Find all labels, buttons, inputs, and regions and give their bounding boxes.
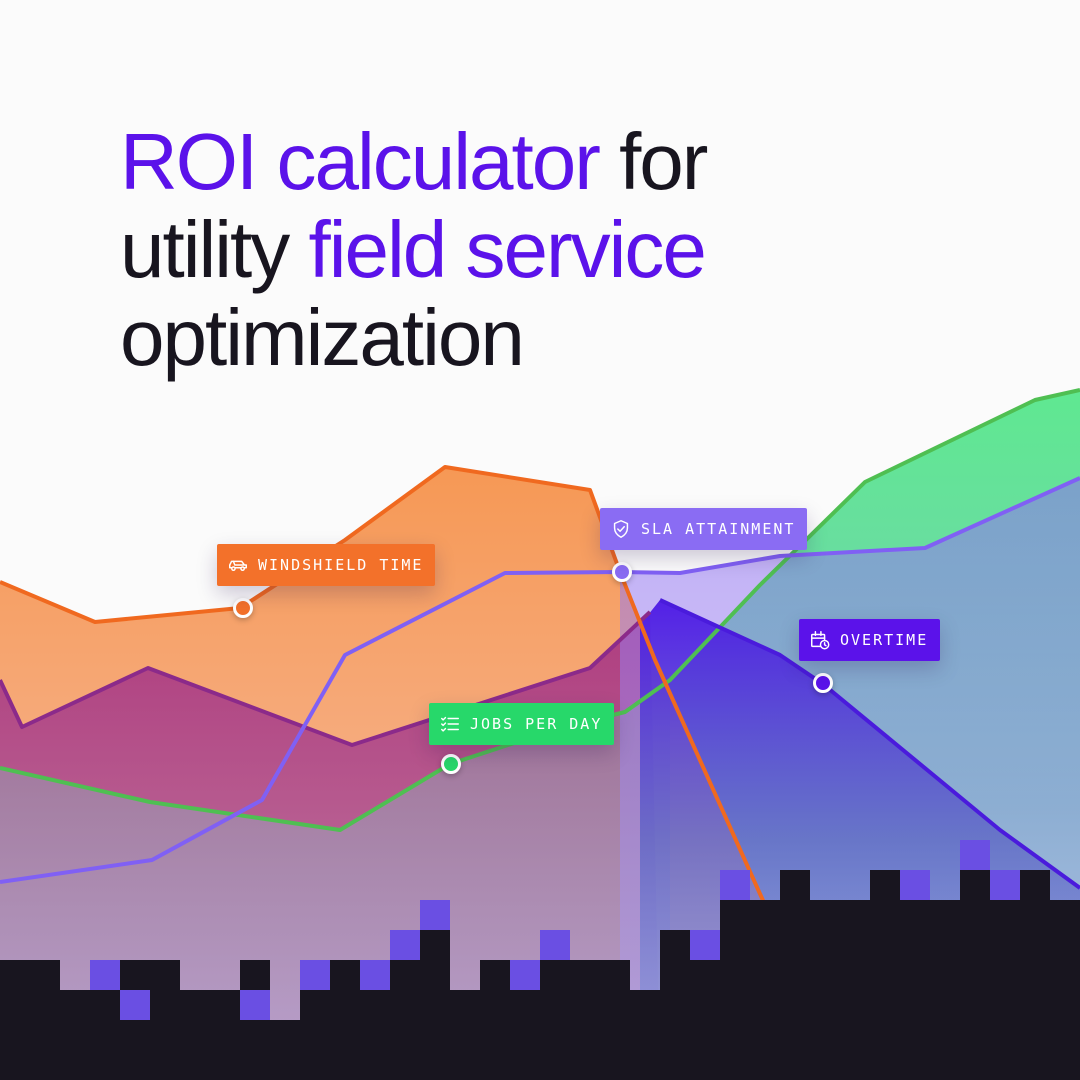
jobs-per-day-label: JOBS PER DAY bbox=[429, 703, 615, 745]
headline-text-utility: utility bbox=[120, 205, 309, 294]
overtime-label: OVERTIME bbox=[799, 619, 941, 661]
sla-attainment-marker bbox=[612, 562, 632, 582]
checklist-icon bbox=[439, 713, 461, 735]
windshield-time-text: WINDSHIELD TIME bbox=[258, 556, 424, 574]
headline-accent-field-service: field service bbox=[308, 205, 707, 294]
overtime-text: OVERTIME bbox=[840, 631, 929, 649]
headline-line-1: ROI calculator for bbox=[120, 117, 708, 206]
headline-line-2: utility field service bbox=[120, 205, 707, 294]
jobs-per-day-marker bbox=[441, 754, 461, 774]
headline-text-for: for bbox=[598, 117, 708, 206]
jobs-per-day-text: JOBS PER DAY bbox=[470, 715, 603, 733]
pixel-skyline bbox=[0, 870, 1080, 1080]
windshield-time-label: WINDSHIELD TIME bbox=[217, 544, 436, 586]
headline-accent-roi: ROI calculator bbox=[120, 117, 601, 206]
jobs-per-day-line bbox=[0, 388, 1080, 832]
clock-calendar-icon bbox=[809, 629, 831, 651]
sla-attainment-label: SLA ATTAINMENT bbox=[600, 508, 808, 550]
sla-attainment-line bbox=[0, 476, 1080, 884]
windshield-time-marker bbox=[233, 598, 253, 618]
sla-attainment-text: SLA ATTAINMENT bbox=[641, 520, 796, 538]
headline: ROI calculator for utility field service… bbox=[120, 117, 708, 382]
car-icon bbox=[227, 554, 249, 576]
headline-line-3: optimization bbox=[120, 293, 525, 382]
pixel-accents bbox=[90, 840, 1020, 1020]
windshield-time-line bbox=[0, 465, 767, 906]
shield-check-icon bbox=[610, 518, 632, 540]
overtime-marker bbox=[813, 673, 833, 693]
magenta-series-line bbox=[0, 610, 652, 747]
